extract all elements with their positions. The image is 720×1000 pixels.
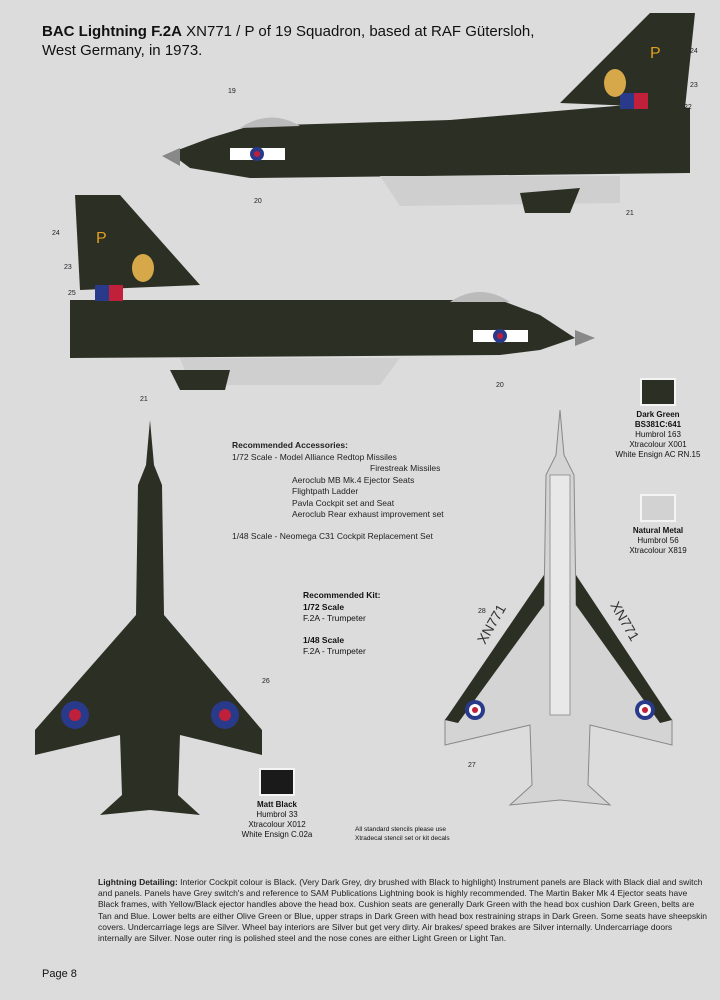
callout-21: 21: [140, 396, 148, 403]
callout-23: 23: [690, 82, 698, 89]
kit-heading: Recommended Kit:: [303, 590, 381, 600]
paint-ref: Xtracolour X819: [629, 546, 687, 555]
canopy: [450, 292, 510, 302]
nose-cone: [162, 148, 180, 166]
accessory-item: Aeroclub Rear exhaust improvement set: [292, 509, 444, 519]
title-aircraft: BAC Lightning F.2A: [42, 23, 182, 40]
kit-item: F.2A - Trumpeter: [303, 646, 366, 656]
paint-name: Dark Green: [636, 410, 680, 419]
side-view-right-profile: P: [70, 195, 595, 390]
top-view-plan: [35, 420, 262, 815]
paint-ref: Humbrol 56: [637, 536, 679, 545]
recommended-accessories: Recommended Accessories: 1/72 Scale - Mo…: [232, 440, 444, 542]
callout-28: 28: [478, 608, 486, 615]
ventral-tank: [180, 358, 400, 385]
airframe: [35, 420, 262, 815]
callout-20: 20: [496, 382, 504, 389]
kit-scale: 1/48 Scale: [303, 634, 345, 645]
canopy: [240, 117, 300, 128]
page-title: BAC Lightning F.2A XN771 / P of 19 Squad…: [42, 22, 534, 60]
paint-natural-metal: Natural Metal Humbrol 56 Xtracolour X819: [608, 494, 708, 556]
swatch-natural-metal: [640, 494, 676, 522]
kit-scale: 1/72 Scale: [303, 601, 345, 612]
paint-ref: Xtracolour X012: [248, 820, 306, 829]
accessory-item: 1/72 Scale - Model Alliance Redtop Missi…: [232, 451, 397, 462]
tail-fin: [560, 13, 695, 108]
page-number: Page 8: [42, 968, 77, 980]
paint-dark-green: Dark Green BS381C:641 Humbrol 163 Xtraco…: [608, 378, 708, 460]
callout-20: 20: [254, 198, 262, 205]
tail-fin: [75, 195, 200, 290]
paint-ref: Humbrol 33: [256, 810, 298, 819]
callout-21: 21: [626, 210, 634, 217]
tail-letter: P: [650, 45, 661, 62]
paint-ref: BS381C:641: [634, 420, 682, 429]
accessory-item: Flightpath Ladder: [292, 486, 359, 496]
paint-ref: White Ensign C.02a: [241, 830, 313, 839]
callout-22: 22: [684, 104, 692, 111]
accessory-item: Aeroclub MB Mk.4 Ejector Seats: [292, 474, 415, 485]
accessories-heading: Recommended Accessories:: [232, 440, 348, 450]
title-line2: West Germany, in 1973.: [42, 42, 203, 59]
callout-24: 24: [690, 48, 698, 55]
swatch-dark-green: [640, 378, 676, 406]
stencil-note-line: All standard stencils please use: [355, 826, 447, 833]
callout-24: 24: [52, 230, 60, 237]
paint-ref: Humbrol 163: [635, 430, 681, 439]
kit-item: F.2A - Trumpeter: [303, 613, 366, 623]
fuselage: [70, 300, 575, 358]
underside-view-plan: XN771 XN771: [444, 409, 673, 806]
detailing-notes: Lightning Detailing: Interior Cockpit co…: [98, 877, 708, 944]
swatch-matt-black: [259, 768, 295, 796]
nose-cone: [575, 330, 595, 346]
title-description: XN771 / P of 19 Squadron, based at RAF G…: [181, 23, 535, 40]
fuselage: [170, 103, 690, 178]
callout-26: 26: [262, 678, 270, 685]
recommended-kit: Recommended Kit: 1/72 Scale F.2A - Trump…: [303, 590, 380, 658]
paint-ref: Xtracolour X001: [629, 440, 687, 449]
accessory-item: Firestreak Missiles: [370, 463, 441, 473]
callout-23: 23: [64, 264, 72, 271]
detailing-text: Interior Cockpit colour is Black. (Very …: [98, 877, 708, 944]
detailing-heading: Lightning Detailing:: [98, 877, 178, 887]
stencil-note-line: Xtradecal stencil set or kit decals: [355, 835, 450, 842]
side-view-left-profile: P: [162, 13, 695, 213]
paint-name: Matt Black: [256, 800, 297, 809]
tail-letter: P: [96, 230, 107, 247]
paint-name: Natural Metal: [632, 526, 684, 535]
paint-matt-black: Matt Black Humbrol 33 Xtracolour X012 Wh…: [232, 768, 322, 840]
callout-25: 25: [68, 290, 76, 297]
stencil-note: All standard stencils please use Xtradec…: [355, 825, 465, 843]
paint-ref: White Ensign AC RN.15: [615, 450, 701, 459]
callout-27: 27: [468, 762, 476, 769]
callout-19: 19: [228, 88, 236, 95]
accessory-item: Pavla Cockpit set and Seat: [292, 497, 395, 508]
accessory-item: 1/48 Scale - Neomega C31 Cockpit Replace…: [232, 530, 433, 541]
